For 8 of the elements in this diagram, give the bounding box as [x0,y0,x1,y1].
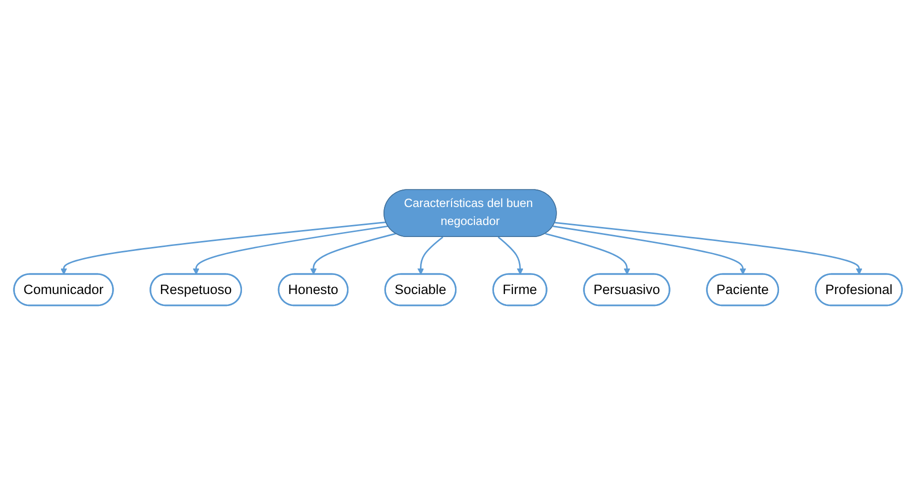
arrow [498,236,524,275]
arrow [417,236,444,275]
arrow [310,232,396,275]
arrow [545,232,630,275]
arrow [552,226,746,275]
arrow [192,225,388,275]
arrow [60,222,386,275]
arrow [554,222,862,275]
